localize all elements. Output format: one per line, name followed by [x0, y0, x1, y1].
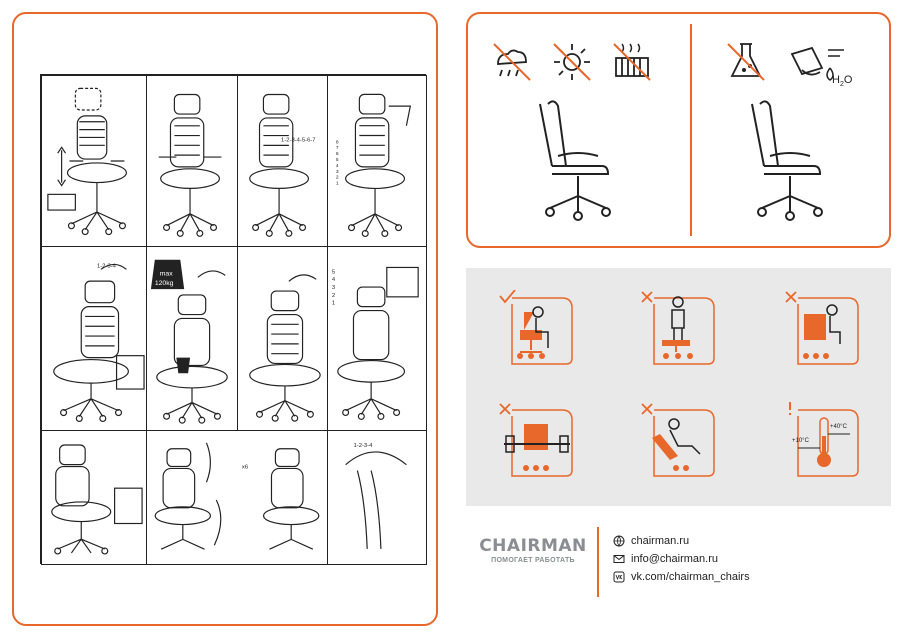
chair-lumbar-illustration: 5 4 3 2 1: [332, 266, 419, 420]
vertical-scale-2: 2: [336, 175, 339, 181]
chair-headrest-illustration: 1-2-3-4: [53, 263, 145, 422]
step-height-adjust: [41, 75, 147, 247]
h2o-sub: 2: [839, 81, 844, 89]
step-mechanism-assembly: x6: [146, 430, 328, 565]
step-lumbar-height: 5 4 3 2 1: [327, 246, 427, 431]
instruction-grid: 1-2-3-4-5-6-7 8 7 6 5: [40, 74, 427, 565]
height-scale-5: 5: [332, 269, 336, 275]
contact-email-text: info@chairman.ru: [631, 553, 718, 565]
step-armrest-adjust: [146, 75, 238, 247]
step-headrest-adjust: 1-2-3-4: [41, 246, 147, 431]
brand-tagline: ПОМОГАЕТ РАБОТАТЬ: [491, 557, 575, 564]
contact-email[interactable]: info@chairman.ru: [613, 553, 718, 565]
chair-load-illustration: max 120kg: [150, 259, 228, 424]
contact-vk[interactable]: vk.com/chairman_chairs: [613, 571, 750, 583]
vertical-scale-7: 7: [336, 145, 339, 151]
no-heater-icon: [613, 43, 651, 81]
vertical-scale-5: 5: [336, 157, 339, 163]
assembly-instructions-panel: 1-2-3-4-5-6-7 8 7 6 5: [12, 12, 438, 626]
usage-rules-area: +10°C +40°C: [466, 268, 891, 506]
step-armrest-height: 8 7 6 5 4 3 2 1: [327, 75, 427, 247]
h2o-label: H2O: [832, 74, 852, 88]
chair-armrest-illustration: [158, 93, 222, 237]
no-heavy-load-tile: [498, 402, 576, 480]
damp-cloth-icon: [790, 46, 844, 81]
load-value-label: 120kg: [155, 280, 174, 287]
repeat-count-label: x6: [242, 464, 249, 470]
height-scale-4: 4: [332, 277, 336, 283]
vk-icon: [613, 571, 625, 583]
chair-seat-depth-illustration: [51, 444, 143, 555]
chair-mechanism-illustration: x6: [154, 442, 320, 550]
no-chemicals-icon: [727, 43, 765, 81]
vertical-scale-8: 8: [336, 139, 339, 145]
no-rain-icon: [493, 43, 531, 81]
contact-website-text: chairman.ru: [631, 535, 690, 547]
correct-sitting-tile: [498, 290, 576, 368]
headrest-scale-label: 1-2-3-4: [97, 263, 117, 269]
chair-armrest-height-illustration: 8 7 6 5 4 3 2 1: [336, 93, 412, 238]
chair-height-illustration: [47, 87, 127, 236]
web-icon: [613, 535, 625, 547]
load-max-label: max: [160, 270, 173, 277]
headrest-scale-label-2: 1-2-3-4: [353, 443, 373, 449]
height-scale-2: 2: [332, 293, 335, 299]
vertical-scale-1: 1: [336, 181, 339, 187]
brand-logo: CHAIRMAN ПОМОГАЕТ РАБОТАТЬ: [478, 536, 588, 564]
no-leaning-back-tile: [640, 402, 718, 480]
step-load-capacity: max 120kg: [146, 246, 238, 431]
height-scale-1: 1: [332, 301, 335, 307]
step-headrest-tilt: 1-2-3-4: [327, 430, 427, 565]
h2o-h: H: [832, 74, 840, 86]
no-sun-icon: [553, 43, 591, 81]
chair-armrest-width-illustration: 1-2-3-4-5-6-7: [249, 93, 316, 237]
brand-name: CHAIRMAN: [479, 536, 587, 556]
office-chair-right-icon: [751, 100, 823, 221]
step-seat-depth: [41, 430, 147, 565]
no-standing-on-chair-tile: [640, 290, 718, 368]
vertical-scale-4: 4: [336, 163, 339, 169]
mail-icon: [613, 555, 625, 563]
footer-divider: [597, 527, 599, 597]
chair-backrest-tilt-illustration: [249, 274, 321, 422]
office-chair-left-icon: [539, 100, 611, 221]
h2o-o: O: [843, 74, 853, 86]
chair-headrest-tilt-illustration: 1-2-3-4: [345, 443, 407, 549]
vertical-scale-3: 3: [336, 169, 339, 175]
lever-scale-label: 1-2-3-4-5-6-7: [281, 137, 316, 143]
temperature-range-tile: +10°C +40°C: [784, 402, 862, 480]
step-armrest-width: 1-2-3-4-5-6-7: [237, 75, 328, 247]
temp-low-label: +10°C: [792, 438, 809, 444]
height-scale-3: 3: [332, 285, 336, 291]
contact-website[interactable]: chairman.ru: [613, 535, 689, 547]
vertical-scale-6: 6: [336, 151, 339, 157]
usage-warnings-panel: H2O: [466, 12, 891, 248]
contact-vk-text: vk.com/chairman_chairs: [631, 571, 750, 583]
step-backrest-tilt: [237, 246, 328, 431]
no-kneeling-on-seat-tile: [784, 290, 862, 368]
warnings-divider: [690, 24, 692, 236]
temp-high-label: +40°C: [830, 424, 847, 430]
